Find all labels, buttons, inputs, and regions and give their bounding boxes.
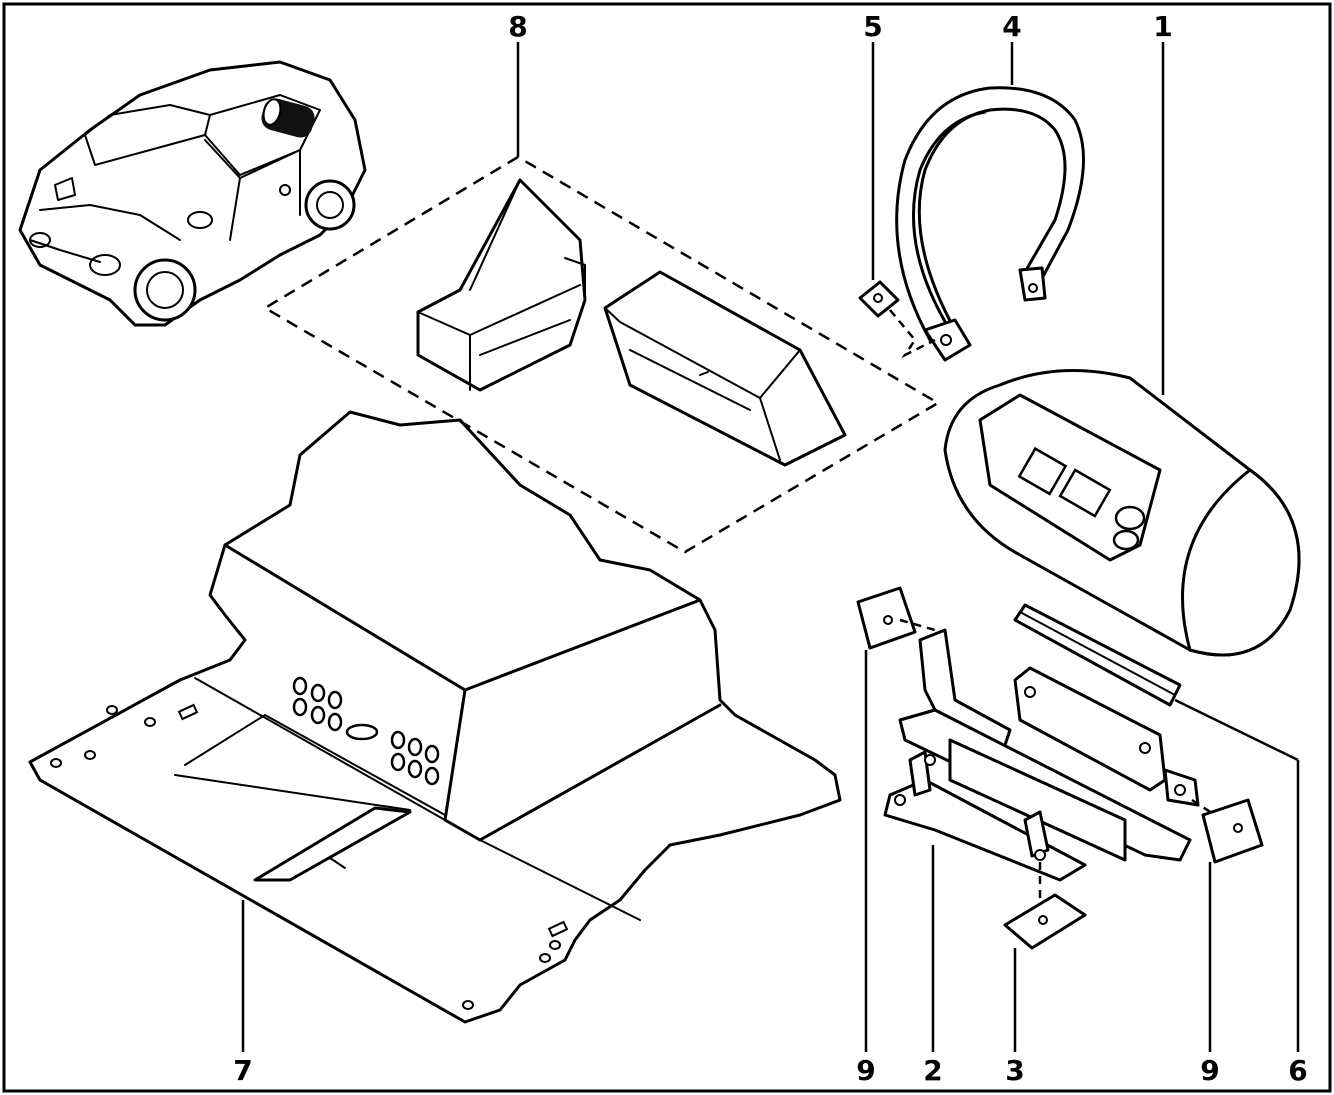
callout-9-right: 9 [1200, 1054, 1219, 1087]
tank-cradle-bracket-icon [883, 628, 1200, 882]
tank-strap-icon [895, 86, 1085, 362]
boot-floor-carpet-icon [28, 410, 842, 1024]
callout-8: 8 [508, 10, 527, 43]
foam-blocks-dashed-frame [262, 155, 941, 554]
callout-1: 1 [1153, 10, 1172, 43]
leader-lines [241, 42, 1300, 1052]
callout-3: 3 [1005, 1054, 1024, 1087]
callout-4: 4 [1002, 10, 1021, 43]
lpg-tank-icon [943, 368, 1301, 657]
callout-9-left: 9 [856, 1054, 875, 1087]
callout-5: 5 [863, 10, 882, 43]
callout-6: 6 [1288, 1054, 1307, 1087]
mounting-plate-icon [1003, 862, 1087, 950]
rubber-pad-strip-icon [1013, 603, 1182, 707]
wheel-arch-foam-blocks-icon [262, 155, 941, 554]
callout-2: 2 [923, 1054, 942, 1087]
spacer-pad-icon [856, 586, 1264, 864]
car-locator-tank-highlight [261, 98, 315, 138]
car-locator-icon [18, 60, 367, 327]
strap-nut-icon [858, 280, 936, 359]
callout-7: 7 [233, 1054, 252, 1087]
